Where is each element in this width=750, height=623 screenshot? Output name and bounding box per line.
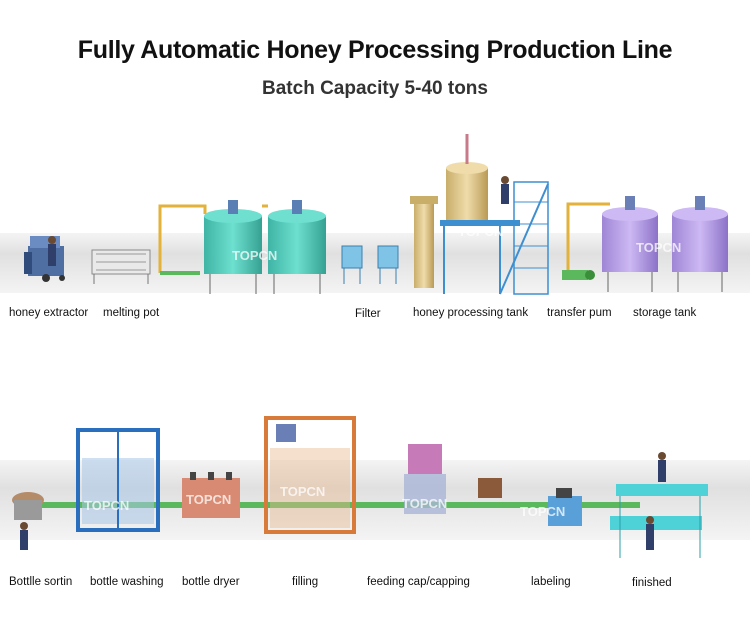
line2-scene: TOPCN TOPCN TOPCN TOPCN TOPC xyxy=(0,408,750,573)
watermark-6: TOPCN xyxy=(280,484,325,499)
page-subtitle: Batch Capacity 5-40 tons xyxy=(262,78,488,99)
filter-units xyxy=(341,245,399,284)
honey-extractor-machine xyxy=(24,236,65,282)
station-label-filling: filling xyxy=(292,576,319,588)
finished-tables xyxy=(610,452,708,558)
watermark-3: TOPCN xyxy=(636,240,681,255)
station-label-storage-tank: storage tank xyxy=(633,307,697,319)
melting-pot-machine xyxy=(91,249,151,284)
capping-machine: TOPCN xyxy=(402,444,502,514)
transfer-pump-machine xyxy=(562,202,610,280)
watermark-8: TOPCN xyxy=(520,504,565,519)
page-title: Fully Automatic Honey Processing Product… xyxy=(77,36,673,64)
station-label-finished: finished xyxy=(632,577,672,589)
station-label-honey-extractor: honey extractor xyxy=(9,307,89,319)
processing-column xyxy=(410,196,438,288)
line1-scene: TOPCN xyxy=(0,128,750,308)
watermark-7: TOPCN xyxy=(402,496,447,511)
station-label-bottle-dryer: bottle dryer xyxy=(182,576,240,588)
station-label-honey-processing-tank: honey processing tank xyxy=(413,307,529,319)
station-label-labeling: labeling xyxy=(531,576,571,588)
station-label-capping: feeding cap/capping xyxy=(367,576,470,588)
line2-illustration: TOPCN TOPCN TOPCN TOPCN TOPC xyxy=(0,416,750,558)
watermark-4: TOPCN xyxy=(84,498,129,513)
watermark-2: TOPCN xyxy=(458,224,503,239)
watermark-5: TOPCN xyxy=(186,492,231,507)
teal-mixing-tanks: TOPCN xyxy=(204,200,326,294)
filling-machine: TOPCN xyxy=(264,416,356,534)
feed-pipe xyxy=(158,204,207,273)
main-conveyor xyxy=(40,502,640,508)
station-label-transfer-pump: transfer pum xyxy=(547,307,612,319)
watermark-1: TOPCN xyxy=(232,248,277,263)
line1-illustration: TOPCN xyxy=(0,134,750,295)
bottle-dryer-machine: TOPCN xyxy=(182,472,240,518)
bottle-sorting-machine xyxy=(12,492,44,550)
station-label-melting-pot: melting pot xyxy=(103,307,160,319)
station-label-filter: Filter xyxy=(355,308,381,320)
labeling-machine: TOPCN xyxy=(520,488,582,526)
honey-processing-tank-machine: TOPCN xyxy=(440,134,549,295)
bottle-washing-machine: TOPCN xyxy=(76,428,160,532)
station-label-bottle-sorting: Bottlle sortin xyxy=(9,576,73,588)
storage-tanks: TOPCN xyxy=(602,196,728,292)
station-label-bottle-washing: bottle washing xyxy=(90,576,164,588)
